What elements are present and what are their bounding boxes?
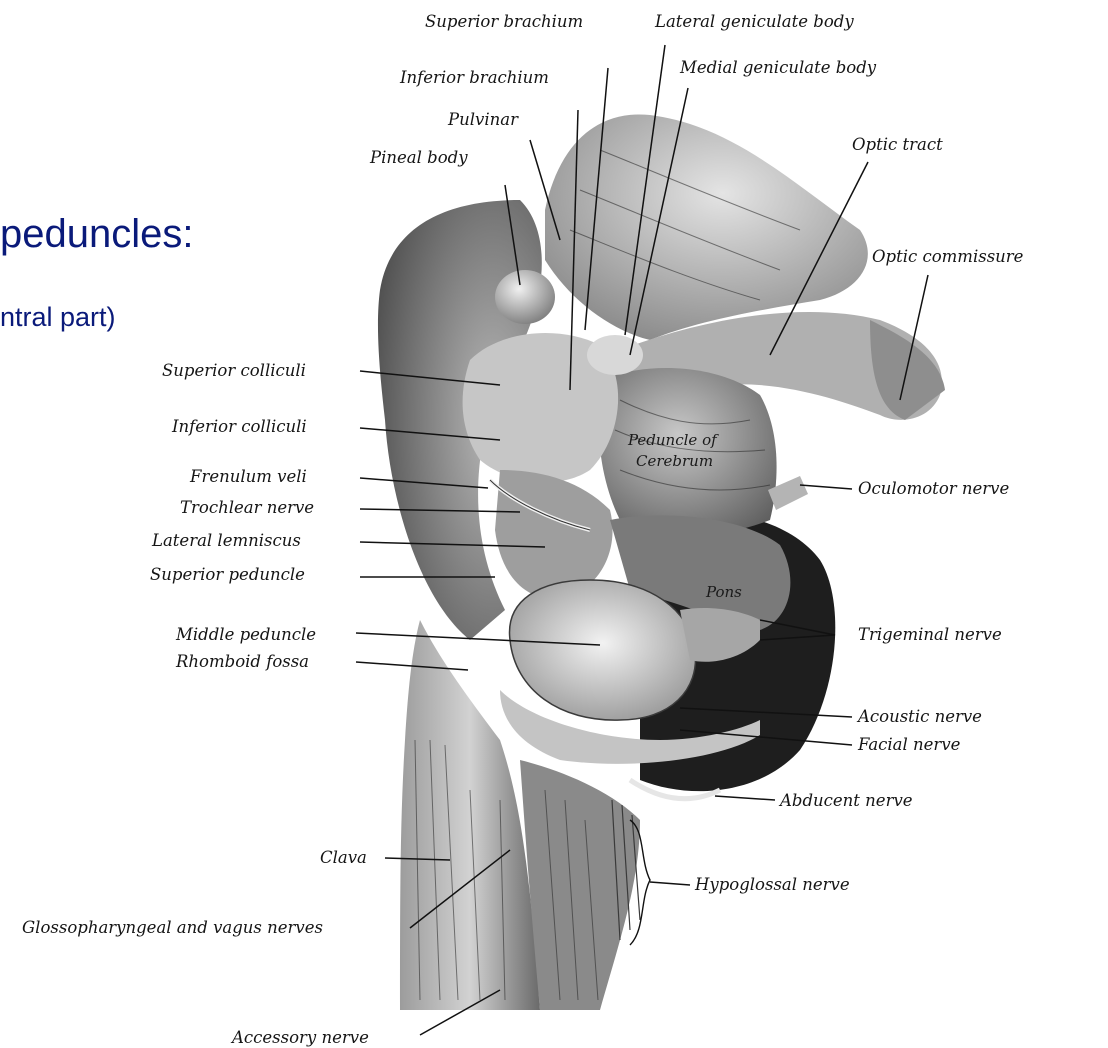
- label-acoustic-nerve: Acoustic nerve: [856, 707, 982, 726]
- leader-oculomotor-nerve: [800, 485, 852, 489]
- label-medial-geniculate-body: Medial geniculate body: [679, 58, 877, 77]
- label-pineal-body: Pineal body: [369, 148, 468, 167]
- label-trigeminal-nerve: Trigeminal nerve: [858, 625, 1002, 644]
- label-optic-commissure: Optic commissure: [872, 247, 1024, 266]
- label-pulvinar: Pulvinar: [447, 110, 519, 129]
- label-accessory-nerve: Accessory nerve: [230, 1028, 369, 1047]
- label-middle-peduncle: Middle peduncle: [175, 625, 316, 644]
- brainstem-illustration: [378, 114, 945, 1010]
- label-frenulum-veli: Frenulum veli: [189, 467, 307, 486]
- leader-abducent-nerve: [715, 796, 775, 800]
- label-hypoglossal-nerve: Hypoglossal nerve: [694, 875, 850, 894]
- label-optic-tract: Optic tract: [852, 135, 943, 154]
- label-lateral-geniculate-body: Lateral geniculate body: [654, 12, 854, 31]
- label-peduncle-of: Peduncle of: [627, 431, 719, 449]
- pineal-body-shape: [495, 270, 555, 324]
- label-superior-colliculi: Superior colliculi: [162, 361, 306, 380]
- label-pons: Pons: [705, 583, 742, 601]
- olive-shape: [520, 760, 640, 1010]
- label-trochlear-nerve: Trochlear nerve: [180, 498, 314, 517]
- medulla-shape: [400, 620, 540, 1010]
- leader-hypoglossal-nerve: [650, 882, 690, 885]
- label-inferior-brachium: Inferior brachium: [399, 68, 549, 87]
- label-rhomboid-fossa: Rhomboid fossa: [175, 652, 309, 671]
- label-abducent-nerve: Abducent nerve: [778, 791, 913, 810]
- label-cerebrum: Cerebrum: [636, 452, 713, 470]
- label-facial-nerve: Facial nerve: [857, 735, 961, 754]
- label-superior-brachium: Superior brachium: [425, 12, 583, 31]
- label-glossopharyngeal-and-vagus-nerves: Glossopharyngeal and vagus nerves: [22, 918, 323, 937]
- label-clava: Clava: [320, 848, 367, 867]
- label-superior-peduncle: Superior peduncle: [150, 565, 305, 584]
- label-lateral-lemniscus: Lateral lemniscus: [151, 531, 301, 550]
- medial-geniculate-shape: [587, 335, 643, 375]
- label-oculomotor-nerve: Oculomotor nerve: [858, 479, 1009, 498]
- label-inferior-colliculi: Inferior colliculi: [171, 417, 307, 436]
